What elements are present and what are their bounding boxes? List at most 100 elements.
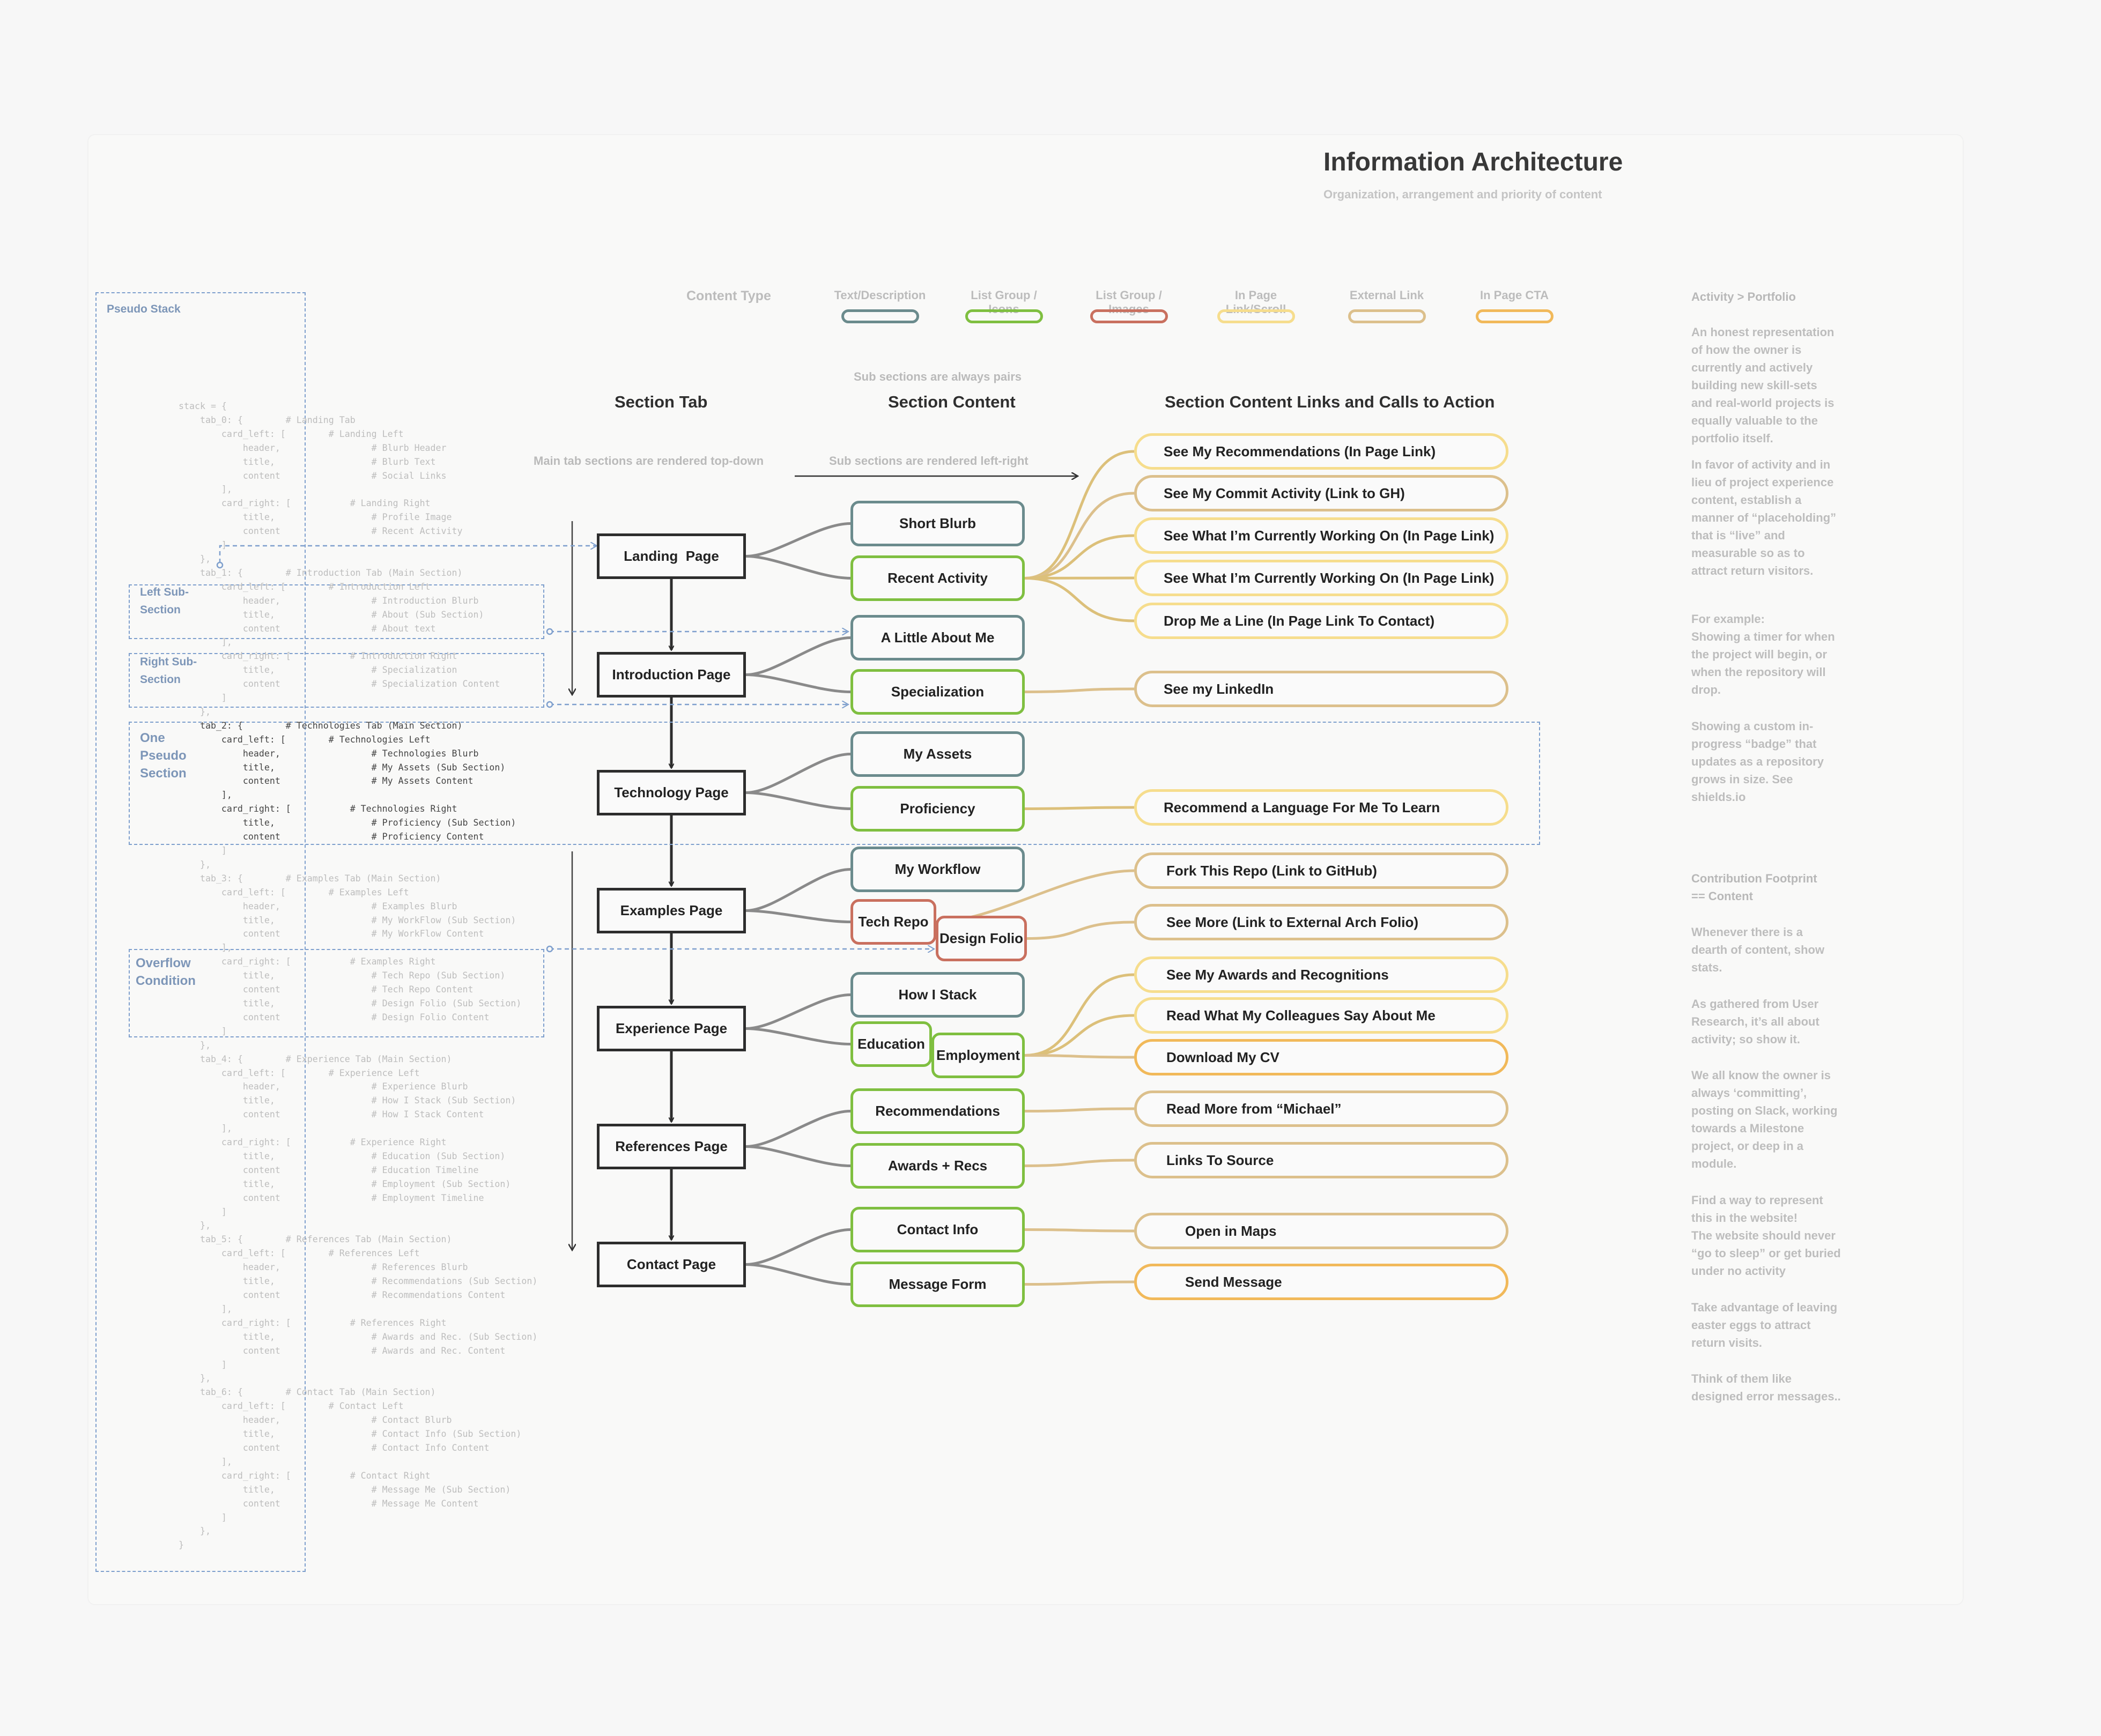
sidebar-activity-paragraph: In favor of activity and in lieu of proj… [1691,458,1837,577]
legend-label-list-group-images: List Group / Images [1096,288,1162,316]
note-leftright: Sub sections are rendered left-right [829,454,1029,468]
link-send-message-15: Send Message [1134,1264,1508,1300]
subsection-my-assets: My Assets [850,731,1025,777]
sub-link-connector-0 [1024,450,1135,580]
page-title: Information Architecture [1323,148,1623,176]
page-subtitle: Organization, arrangement and priority o… [1323,188,1602,201]
left-subsection-label: Left Sub- Section [140,586,189,616]
subsection-employment: Employment [931,1033,1025,1078]
subsection-recommendations: Recommendations [850,1088,1025,1134]
sidebar-activity-paragraph: For example: Showing a timer for when th… [1691,612,1835,696]
link-read-what-my-colleagues-say-about-me-10: Read What My Colleagues Say About Me [1134,997,1508,1034]
tab-sub-connector-6-0 [745,1228,851,1266]
legend-label-text-description: Text/Description [834,288,926,302]
link-read-more-from-michael-12: Read More from “Michael” [1134,1090,1508,1127]
tab-sub-connector-1-1 [745,673,851,693]
sub-link-connector-6 [1024,806,1135,810]
link-download-my-cv-11: Download My CV [1134,1039,1508,1075]
tab-landing-page: Landing Page [597,533,746,579]
subsection-message-form: Message Form [850,1262,1025,1307]
sub-link-connector-8 [1026,921,1135,940]
pseudo-stack-code: stack = { tab_0: { # Landing Tab card_le… [179,401,538,1550]
subsection-design-folio: Design Folio [936,916,1027,961]
tab-sub-connector-4-1 [745,1027,851,1045]
sidebar-contribution-paragraph: We all know the owner is always ‘committ… [1691,1069,1838,1170]
sidebar-contribution-paragraph: Take advantage of leaving easter eggs to… [1691,1301,1838,1349]
tab-examples-page: Examples Page [597,888,746,933]
tab-sub-connector-4-0 [745,993,851,1030]
link-links-to-source-13: Links To Source [1134,1142,1508,1178]
subsection-contact-info: Contact Info [850,1207,1025,1252]
legend-label-list-group-icons: List Group / Icons [971,288,1037,316]
tab-sub-connector-2-0 [745,753,851,794]
tab-sub-connector-5-0 [745,1110,851,1148]
arrow-origin-dot-0 [216,561,224,569]
sidebar-contribution-paragraph: Whenever there is a dearth of content, s… [1691,925,1825,974]
tab-experience-page: Experience Page [597,1006,746,1051]
arrow-origin-dot-2 [546,701,553,708]
note-topdown: Main tab sections are rendered top-down [534,454,764,468]
tab-technology-page: Technology Page [597,770,746,815]
subsection-education: Education [850,1021,932,1067]
legend-swatch-in-page-link-scroll [1217,309,1295,323]
tab-sub-connector-3-1 [745,909,851,923]
link-see-my-recommendations-in-page-link-0: See My Recommendations (In Page Link) [1134,433,1508,470]
overflow-condition-label: Overflow Condition [136,956,196,988]
right-subsection-label: Right Sub- Section [140,656,197,686]
subsection-recent-activity: Recent Activity [850,555,1025,601]
legend-swatch-text-description [841,309,919,323]
subsection-proficiency: Proficiency [850,786,1025,832]
one-pseudo-section-box [129,722,1540,845]
column-header-links: Section Content Links and Calls to Actio… [1165,392,1495,411]
left-subsection-box [129,584,544,639]
legend-swatch-list-group-images [1090,309,1168,323]
sidebar-contribution-paragraph: Think of them like designed error messag… [1691,1372,1841,1403]
stack-landing-arrow [219,546,597,563]
subsection-awards-recs: Awards + Recs [850,1143,1025,1189]
subsection-how-i-stack: How I Stack [850,972,1025,1018]
pseudo-stack-box [95,292,306,1572]
tab-sub-connector-3-0 [745,868,851,912]
sub-link-connector-10 [1024,1014,1135,1057]
sidebar-activity-paragraph: An honest representation of how the owne… [1691,325,1834,445]
one-pseudo-section-label: One Pseudo Section [140,731,187,781]
subsection-my-workflow: My Workflow [850,847,1025,892]
tab-references-page: References Page [597,1124,746,1169]
note-subsections-pairs: Sub sections are always pairs [854,370,1022,383]
legend-label-external-link: External Link [1349,288,1424,302]
link-see-my-linkedin-5: See my LinkedIn [1134,671,1508,707]
sub-link-connector-13 [1024,1159,1135,1167]
overflow-condition-box [129,949,544,1037]
artboard [87,134,1964,1605]
annotation-arrows [216,476,1078,1250]
link-see-what-i-m-currently-working-on-in-page-link-3: See What I’m Currently Working On (In Pa… [1134,560,1508,596]
subsection-short-blurb: Short Blurb [850,501,1025,546]
link-see-what-i-m-currently-working-on-in-page-link-2: See What I’m Currently Working On (In Pa… [1134,517,1508,554]
link-see-more-link-to-external-arch-folio-8: See More (Link to External Arch Folio) [1134,904,1508,940]
subsection-to-link-connectors [936,450,1135,1286]
legend-label: Content Type [686,288,771,303]
link-see-my-commit-activity-link-to-gh-1: See My Commit Activity (Link to GH) [1134,475,1508,511]
legend-label-in-page-cta: In Page CTA [1480,288,1549,302]
sub-link-connector-4 [1024,577,1135,622]
sub-link-connector-1 [1024,492,1135,580]
subsection-tech-repo: Tech Repo [850,899,936,945]
tab-sub-connector-0-1 [745,555,851,580]
sidebar-activity-title: Activity > Portfolio [1691,290,1796,303]
legend-swatch-external-link [1348,309,1426,323]
tab-sub-connector-1-0 [745,636,851,676]
sub-link-connector-9 [1024,973,1135,1057]
link-open-in-maps-14: Open in Maps [1134,1213,1508,1249]
tab-sub-connector-2-1 [745,791,851,810]
sub-link-connector-11 [1024,1054,1135,1059]
sub-link-connector-14 [1024,1228,1135,1233]
arrow-origin-dot-3 [546,945,553,953]
right-subsection-box [129,653,544,708]
sidebar-contribution-paragraph: Find a way to represent this in the webs… [1691,1193,1841,1278]
link-fork-this-repo-link-to-github-7: Fork This Repo (Link to GitHub) [1134,852,1508,889]
legend-label-in-page-link-scroll: In Page Link/Scroll [1225,288,1286,316]
link-see-my-awards-and-recognitions-9: See My Awards and Recognitions [1134,956,1508,993]
tab-to-subsection-connectors [745,522,851,1286]
sidebar-contribution-title: Contribution Footprint == Content [1691,872,1817,903]
legend-swatch-in-page-cta [1476,309,1553,323]
